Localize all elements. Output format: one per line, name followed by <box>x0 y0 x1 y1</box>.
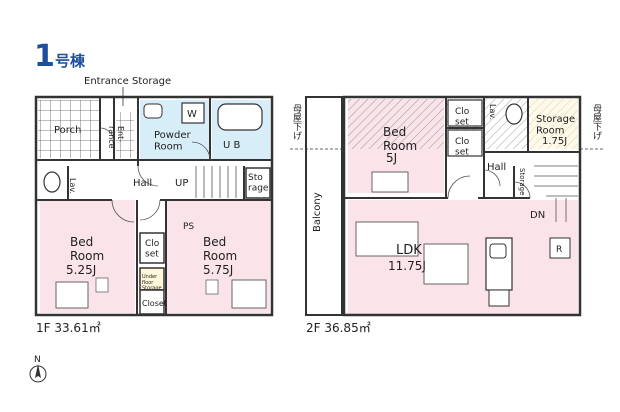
dining-table-icon <box>423 243 469 285</box>
label-closet: Closet <box>142 299 167 308</box>
closet-small <box>139 232 165 264</box>
bed-b-icon <box>231 279 267 309</box>
desk-a-icon <box>95 277 109 293</box>
eave-right-label: 母屋下げ <box>591 104 602 140</box>
label-ldk: LDK <box>396 243 422 258</box>
storage-room-fill <box>530 99 578 149</box>
eave-left-label: 母屋下げ <box>291 104 302 140</box>
building-suffix: 号棟 <box>55 52 86 70</box>
north-arrow-icon <box>35 364 41 378</box>
label-entrance: Ent-rance <box>107 126 125 149</box>
bathtub-fixture <box>217 103 263 131</box>
label-storage-room-size: 1.75J <box>542 136 567 147</box>
floor1-outer-wall <box>34 95 274 317</box>
bedroom-2f-hatch <box>348 99 444 149</box>
bed-2f-icon <box>371 171 409 193</box>
label-bedroom-a-size: 5.25J <box>66 263 96 277</box>
kitchen-sink-icon <box>489 243 507 259</box>
label-bedroom-b-size: 5.75J <box>203 263 233 277</box>
closet-2f-top <box>447 99 483 127</box>
entrance-tiles <box>116 112 134 158</box>
refrigerator-icon <box>549 237 571 259</box>
label-balcony: Balcony <box>312 192 323 232</box>
label-dn: DN <box>530 210 545 221</box>
hall-fill <box>38 166 270 200</box>
label-hall-1f: Hall <box>133 178 152 189</box>
balcony-outline <box>305 96 343 316</box>
building-number: 1 <box>34 39 55 74</box>
label-hall-2f: Hall <box>487 162 506 173</box>
label-up: UP <box>175 178 188 189</box>
bed-a-icon <box>55 281 89 309</box>
label-entrance-storage: Entrance Storage <box>84 76 171 87</box>
label-refrigerator: R <box>556 245 562 255</box>
label-porch: Porch <box>54 125 82 136</box>
toilet-1f-icon <box>43 171 61 193</box>
floor2-outer-wall <box>342 95 582 317</box>
label-lavatory-2f: Lav. <box>488 104 497 120</box>
floor1-area: 1F 33.61㎡ <box>36 321 101 335</box>
label-washer: W <box>187 109 197 120</box>
label-unit-bath: U B <box>223 140 240 151</box>
storage-1f <box>245 167 271 199</box>
porch-tiles <box>38 100 100 158</box>
closet-large <box>139 289 165 315</box>
stove-icon <box>488 289 510 307</box>
compass-north-label: N <box>34 355 41 365</box>
sink-fixture <box>143 103 163 119</box>
label-ldk-size: 11.75J <box>388 259 426 273</box>
label-ps: PS <box>183 222 194 232</box>
label-storage-2f: Storage <box>518 168 526 195</box>
label-bedroom-2f-size: 5J <box>386 151 397 165</box>
label-lavatory-1f: Lav. <box>68 178 77 194</box>
compass: N <box>29 355 47 383</box>
washer-fixture <box>181 102 205 124</box>
desk-b-icon <box>205 279 219 295</box>
closet-2f-bottom <box>447 129 483 157</box>
floor2-area: 2F 36.85㎡ <box>306 321 371 335</box>
sofa-icon <box>355 221 419 257</box>
toilet-2f-icon <box>505 103 523 125</box>
